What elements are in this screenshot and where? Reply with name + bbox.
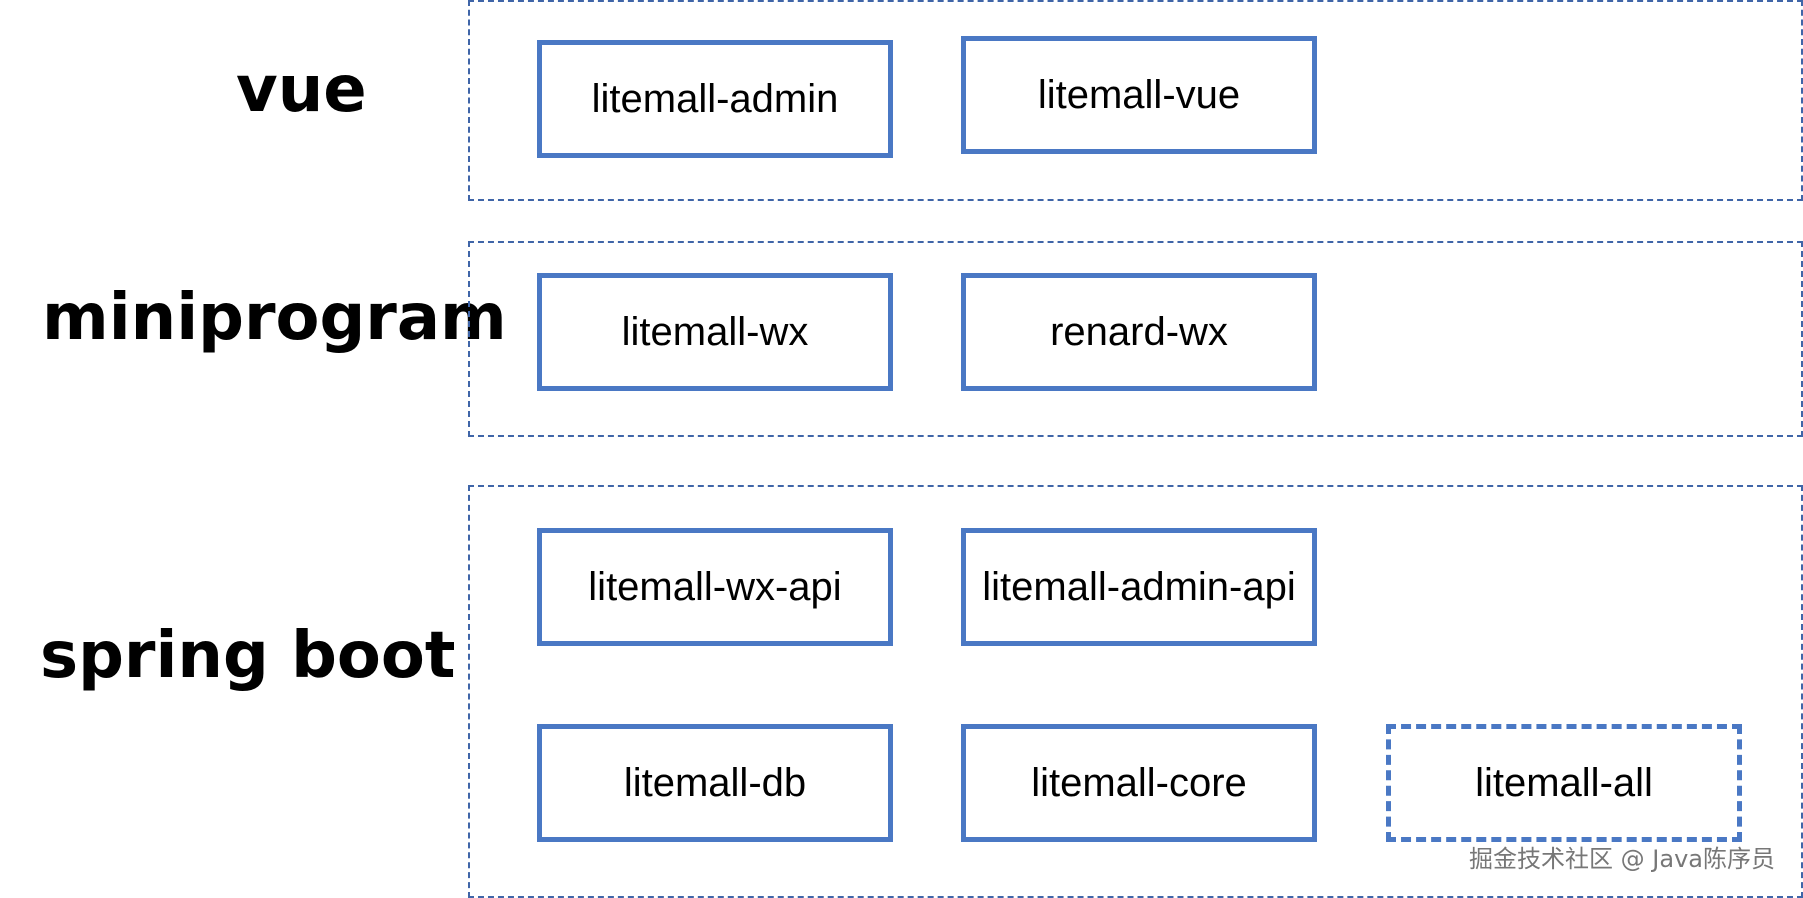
layer-frame-vue <box>468 0 1803 201</box>
module-renard-wx: renard-wx <box>961 273 1317 391</box>
module-litemall-wx: litemall-wx <box>537 273 893 391</box>
module-litemall-admin-api: litemall-admin-api <box>961 528 1317 646</box>
layer-label-spring-boot: spring boot <box>40 619 456 693</box>
layer-frame-miniprogram <box>468 241 1803 437</box>
layer-label-vue: vue <box>236 53 367 127</box>
watermark: 掘金技术社区 @ Java陈序员 <box>1469 845 1775 873</box>
module-litemall-wx-api: litemall-wx-api <box>537 528 893 646</box>
module-litemall-admin: litemall-admin <box>537 40 893 158</box>
module-litemall-all: litemall-all <box>1386 724 1742 842</box>
layer-frame-spring-boot <box>468 485 1803 898</box>
module-litemall-vue: litemall-vue <box>961 36 1317 154</box>
module-litemall-db: litemall-db <box>537 724 893 842</box>
module-litemall-core: litemall-core <box>961 724 1317 842</box>
layer-label-miniprogram: miniprogram <box>42 281 507 355</box>
